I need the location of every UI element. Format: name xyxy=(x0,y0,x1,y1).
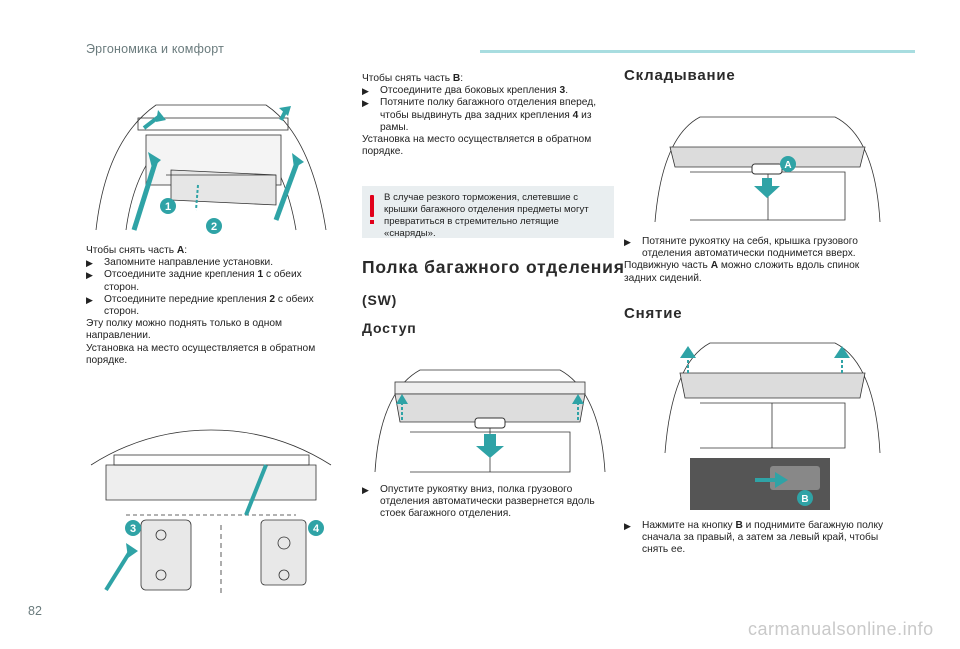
list-item: ▶Отсоедините задние крепления 1 с обеих … xyxy=(86,269,302,293)
bullet-icon: ▶ xyxy=(86,294,93,305)
col1-text: Чтобы снять часть A: ▶Запомните направле… xyxy=(86,245,336,367)
section-subtitle: (SW) xyxy=(362,292,398,308)
callout-2: 2 xyxy=(211,221,217,233)
heading-removal: Снятие xyxy=(624,305,683,322)
callout-1: 1 xyxy=(165,201,171,213)
list-item: ▶Отсоедините два боковых крепления 3. xyxy=(362,85,569,97)
callout-4: 4 xyxy=(313,523,320,535)
callout-b: B xyxy=(801,494,808,505)
figure-cover-removal-b: 3 4 xyxy=(86,425,336,595)
bullet-icon: ▶ xyxy=(86,270,93,281)
bullet-icon: ▶ xyxy=(624,237,631,247)
callout-3: 3 xyxy=(130,523,136,535)
figure-access xyxy=(370,362,610,477)
header-rule xyxy=(480,50,915,53)
page-number: 82 xyxy=(28,604,42,618)
section-title: Полка багажного отделения xyxy=(362,257,625,277)
col3-removal-text: ▶Нажмите на кнопку B и поднимите багажну… xyxy=(624,520,889,557)
warning-icon xyxy=(370,195,374,217)
list-item: ▶Потяните полку багажного отделения впер… xyxy=(362,97,597,133)
bullet-icon: ▶ xyxy=(362,98,369,109)
col2-text: Чтобы снять часть B: ▶Отсоедините два бо… xyxy=(362,73,617,158)
watermark: carmanualsonline.info xyxy=(748,619,934,639)
heading-folding: Складывание xyxy=(624,67,736,84)
list-item: ▶Запомните направление установки. xyxy=(86,257,274,269)
bullet-icon: ▶ xyxy=(362,86,369,97)
figure-cover-removal-a: 1 2 xyxy=(86,80,332,236)
bullet-icon: ▶ xyxy=(86,258,93,269)
section-header: Эргономика и комфорт xyxy=(86,42,225,56)
list-item: ▶Отсоедините передние крепления 2 с обеи… xyxy=(86,293,314,318)
warning-box: В случае резкого торможения, слетевшие с… xyxy=(362,186,614,239)
figure-removal: B xyxy=(660,338,885,510)
heading-access: Доступ xyxy=(362,320,417,336)
bullet-icon: ▶ xyxy=(362,485,369,495)
figure-folding: A xyxy=(650,112,885,225)
list-item: ▶Потяните рукоятку на себя, крышка грузо… xyxy=(624,236,858,260)
col2-access-text: ▶Опустите рукоятку вниз, полка грузового… xyxy=(362,484,617,521)
col3-folding-text: ▶Потяните рукоятку на себя, крышка грузо… xyxy=(624,236,889,285)
callout-a: A xyxy=(784,160,791,171)
list-item: ▶Опустите рукоятку вниз, полка грузового… xyxy=(362,484,595,520)
bullet-icon: ▶ xyxy=(624,521,631,531)
list-item: ▶Нажмите на кнопку B и поднимите багажну… xyxy=(624,520,884,556)
